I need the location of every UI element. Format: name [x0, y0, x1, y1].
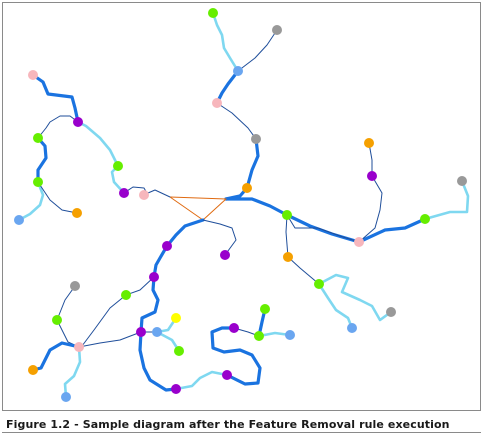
thick-link	[152, 244, 169, 279]
green-node	[174, 346, 184, 356]
green-node	[113, 161, 123, 171]
purple-node	[73, 117, 83, 127]
pink-node	[212, 98, 222, 108]
green-node	[260, 304, 270, 314]
blue-node	[61, 392, 71, 402]
thick-link	[36, 136, 48, 184]
thick-link	[357, 217, 427, 244]
purple-node	[220, 250, 230, 260]
green-node	[33, 177, 43, 187]
thin-link	[237, 29, 278, 72]
thin-link	[216, 102, 257, 140]
thick-link	[215, 69, 240, 105]
light-link	[76, 120, 120, 168]
yellow-node	[171, 313, 181, 323]
thin-link	[37, 181, 78, 214]
removed-feature-link	[169, 196, 227, 200]
blue-node	[347, 323, 357, 333]
green-node	[254, 331, 264, 341]
light-link	[317, 273, 393, 322]
thick-link	[210, 326, 262, 386]
gray-node	[70, 281, 80, 291]
green-node	[33, 133, 43, 143]
purple-node	[136, 327, 146, 337]
thick-link	[224, 197, 289, 217]
pink-node	[354, 237, 364, 247]
green-node	[52, 315, 62, 325]
thin-link	[37, 115, 79, 139]
blue-node	[285, 330, 295, 340]
pink-node	[74, 342, 84, 352]
thin-link	[147, 189, 171, 198]
thin-link	[287, 256, 320, 285]
blue-node	[14, 215, 24, 225]
gray-node	[457, 176, 467, 186]
gray-node	[386, 307, 396, 317]
gray-node	[251, 134, 261, 144]
thin-link	[78, 294, 127, 348]
blue-node	[233, 66, 243, 76]
green-node	[208, 8, 218, 18]
light-link	[174, 370, 229, 391]
pink-node	[28, 70, 38, 80]
green-node	[314, 279, 324, 289]
thin-link	[286, 214, 360, 243]
pink-node	[139, 190, 149, 200]
diagram-frame	[2, 2, 481, 411]
thick-link	[245, 137, 260, 190]
blue-node	[152, 327, 162, 337]
purple-node	[229, 323, 239, 333]
green-node	[282, 210, 292, 220]
green-node	[121, 290, 131, 300]
purple-node	[162, 241, 172, 251]
green-node	[420, 214, 430, 224]
purple-node	[222, 370, 232, 380]
thick-link	[31, 73, 80, 124]
figure-caption: Figure 1.2 - Sample diagram after the Fe…	[6, 418, 450, 431]
purple-node	[367, 171, 377, 181]
orange-node	[72, 208, 82, 218]
network-diagram	[14, 8, 470, 402]
caption-divider	[2, 432, 481, 433]
light-link	[257, 331, 292, 338]
gray-node	[272, 25, 282, 35]
nodes-layer	[14, 8, 467, 402]
thick-link	[165, 218, 205, 248]
orange-node	[364, 138, 374, 148]
light-link	[317, 282, 354, 330]
thin-link	[285, 214, 289, 258]
purple-node	[171, 384, 181, 394]
orange-node	[283, 252, 293, 262]
light-link	[423, 179, 470, 221]
thick-link	[31, 341, 81, 372]
thin-link	[358, 175, 383, 243]
purple-node	[119, 188, 129, 198]
light-link	[211, 11, 240, 73]
purple-node	[149, 272, 159, 282]
thin-link	[78, 331, 142, 348]
light-link	[63, 345, 82, 399]
thin-link	[56, 285, 76, 321]
removed-feature-link	[202, 198, 227, 221]
orange-node	[242, 183, 252, 193]
thin-link	[202, 219, 237, 256]
thick-link	[139, 275, 160, 334]
orange-node	[28, 365, 38, 375]
removed-feature-link	[169, 196, 204, 221]
links-layer	[17, 11, 470, 399]
light-link	[17, 180, 45, 222]
thin-link	[368, 142, 373, 177]
thick-link	[138, 330, 178, 392]
